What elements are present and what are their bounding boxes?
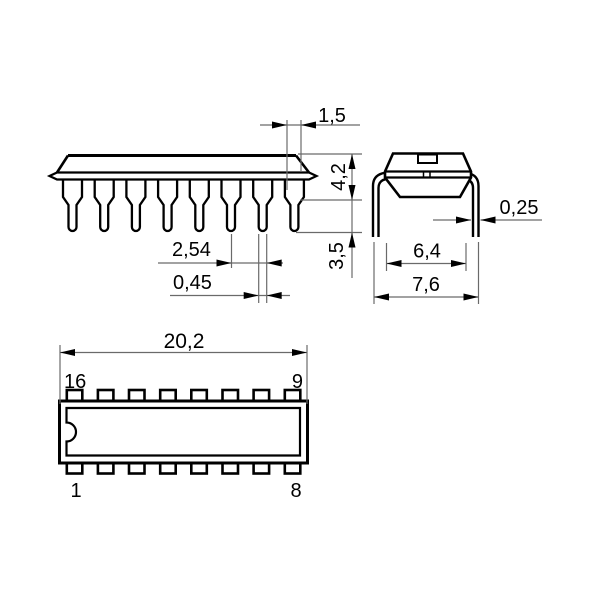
top-view-pins-top-row	[65, 388, 302, 403]
top-pin	[96, 388, 115, 403]
arrowhead	[292, 349, 307, 356]
arrowhead	[301, 121, 316, 129]
side-pin	[220, 176, 242, 233]
side-pin	[125, 176, 147, 233]
top-pin	[252, 388, 271, 403]
side-pin	[156, 176, 179, 233]
dim-label-2-54: 2,54	[172, 239, 211, 261]
dim-label-3-5: 3,5	[326, 242, 348, 270]
arrowhead	[60, 349, 75, 356]
dim-label-0-45: 0,45	[173, 272, 212, 294]
end-view-index-notch	[417, 153, 438, 164]
arrowhead	[348, 154, 356, 169]
end-view-body	[383, 152, 473, 199]
side-view-left-slope	[55, 154, 70, 174]
dim-pin-width: 0,45	[170, 272, 290, 299]
dim-label-1-5: 1,5	[318, 105, 346, 127]
side-view-flange	[46, 171, 320, 181]
arrowhead	[456, 216, 471, 224]
top-view-inner-face	[65, 406, 302, 457]
arrowhead	[243, 292, 259, 299]
dim-pin-thickness: 0,25	[433, 197, 542, 224]
arrowhead	[348, 232, 356, 248]
pin-number-1: 1	[70, 480, 81, 502]
arrowhead	[216, 259, 232, 267]
arrowhead	[266, 259, 282, 267]
side-view-right-slope	[294, 154, 311, 174]
side-pin	[93, 176, 115, 233]
top-pin	[158, 388, 177, 403]
arrowhead	[266, 292, 282, 299]
arrowhead	[451, 260, 466, 267]
dim-body-width: 6,4	[385, 241, 467, 271]
dim-label-20-2: 20,2	[164, 330, 205, 353]
top-pin	[221, 388, 240, 403]
end-pin-left-inner	[377, 177, 393, 237]
side-pin	[283, 176, 306, 233]
dim-pin-pitch: 2,54	[158, 234, 283, 303]
pin-number-9: 9	[292, 371, 303, 393]
dim-body-height-and-pin-length: 4,2 3,5	[296, 153, 362, 278]
side-pin	[188, 176, 210, 233]
top-pin	[190, 388, 209, 403]
dim-label-4-2: 4,2	[328, 163, 350, 191]
arrowhead	[374, 293, 389, 301]
dim-label-7-6: 7,6	[412, 274, 440, 296]
dim-body-length: 20,2	[59, 330, 308, 404]
arrowhead	[348, 185, 356, 200]
side-pin	[252, 176, 274, 233]
top-view: 20,2 16 9 1 8	[58, 330, 309, 502]
arrowhead	[386, 260, 402, 267]
dim-pin-top-offset: 1,5	[260, 105, 360, 190]
end-view: 0,25 6,4 7,6	[371, 152, 542, 304]
dim-label-6-4: 6,4	[413, 241, 441, 263]
side-view: 1,5 4,2 3,5 2,54	[46, 105, 362, 303]
top-pin	[127, 388, 146, 403]
dim-row-span: 7,6	[373, 242, 480, 304]
pin-number-16: 16	[64, 371, 86, 393]
pin-number-8: 8	[290, 480, 301, 502]
arrowhead	[480, 216, 496, 224]
side-view-pins	[61, 176, 306, 233]
arrowhead	[463, 293, 479, 301]
top-view-body-outline	[58, 399, 309, 465]
dim-label-0-25: 0,25	[500, 197, 539, 219]
side-pin	[61, 176, 84, 233]
arrowhead	[272, 121, 287, 129]
